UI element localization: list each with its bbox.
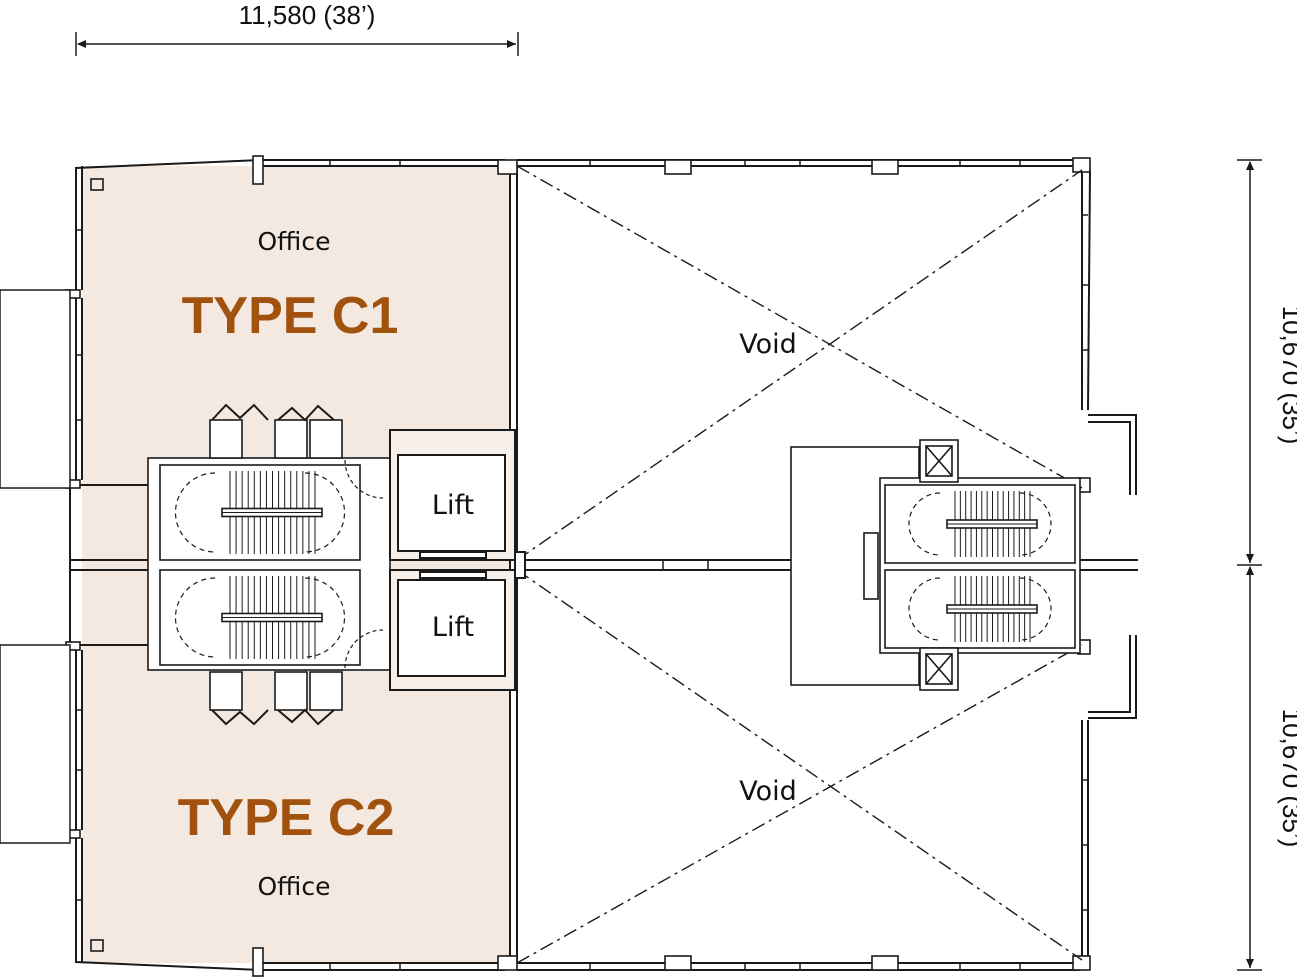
right-dimension-lower-label: 10,670 (35’): [1277, 709, 1297, 848]
lift-shafts: [389, 429, 526, 691]
lift-lower-label: Lift: [432, 612, 474, 643]
columns: [65, 155, 1091, 977]
unit-c2-type-label: TYPE C2: [178, 789, 395, 847]
window-ticks: [76, 160, 1088, 970]
void-upper-label: Void: [739, 329, 797, 360]
left-balconies: [0, 289, 71, 844]
top-dimension: [75, 32, 519, 56]
unit-c1-type-label: TYPE C1: [182, 287, 399, 345]
top-dimension-label: 11,580 (38’): [239, 0, 376, 30]
void-lower-label: Void: [739, 776, 797, 807]
stair-core-right: [790, 439, 1081, 691]
stair-core-left: [147, 403, 391, 726]
unit-c2-room-label: Office: [258, 872, 331, 901]
right-dimension-upper-label: 10,670 (35’): [1277, 306, 1297, 445]
unit-c1-room-label: Office: [258, 227, 331, 256]
lift-upper-label: Lift: [432, 490, 474, 521]
void-cross-lines: [516, 165, 1083, 964]
right-dimension: [1237, 159, 1262, 971]
